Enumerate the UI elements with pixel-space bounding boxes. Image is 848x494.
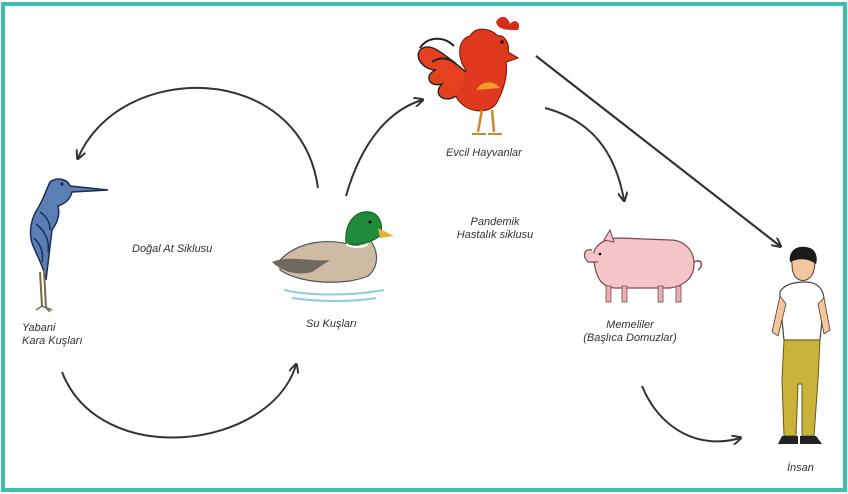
label-water-birds: Su Kuşları [306,318,357,330]
label-mammals: Memeliler (Başlıca Domuzlar) [570,319,690,345]
arrow-pig-to-human [641,385,740,441]
label-wild-birds-line1: Yabani [22,322,56,334]
arrow-rooster-to-pig [544,107,624,200]
rooster-icon [417,16,520,135]
arrow-duck-to-rooster [345,100,422,197]
label-pandemic: Pandemik Hastalık siklusu [440,216,550,242]
arrow-heron-to-duck [61,365,296,439]
pig-icon [583,228,703,303]
duck-icon [272,211,394,302]
label-pandemic-line1: Pandemik [470,216,520,228]
human-icon [771,246,831,444]
label-natural-cycle: Doğal At Siklusu [132,243,213,255]
heron-icon [29,178,109,313]
label-mammals-line2: (Başlıca Domuzlar) [583,332,677,344]
arrow-rooster-to-human [535,55,780,246]
label-domestic-animals: Evcil Hayvanlar [446,147,522,159]
label-human: İnsan [787,462,814,474]
label-wild-birds-line2: Kara Kuşları [22,335,83,347]
arrow-duck-to-heron [78,86,319,189]
label-pandemic-line2: Hastalık siklusu [456,229,534,241]
label-wild-birds: Yabani Kara Kuşları [22,322,83,348]
label-mammals-line1: Memeliler [606,319,654,331]
